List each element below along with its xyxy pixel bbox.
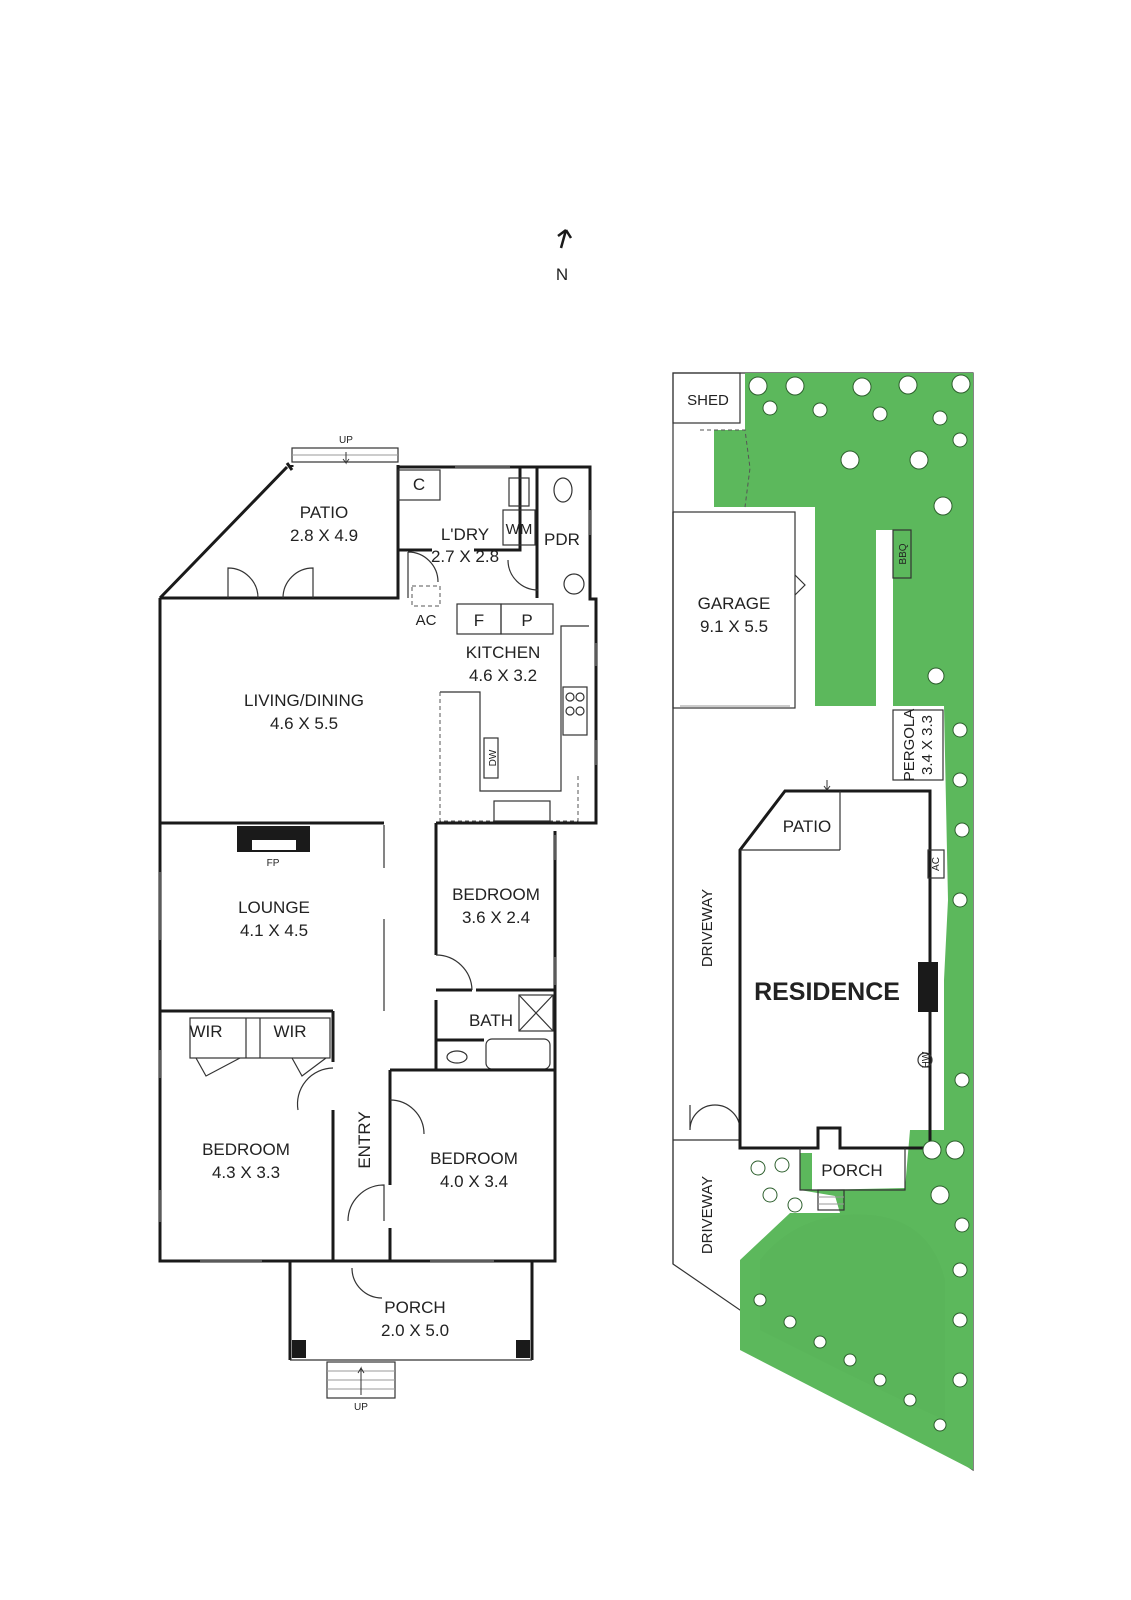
shed-label: SHED: [687, 392, 729, 409]
room-name-kitchen: KITCHEN: [466, 643, 541, 662]
bbq-label: BBQ: [898, 543, 909, 564]
pergola-dims: 3.4 X 3.3: [919, 715, 936, 775]
room-dims-living-dining: 4.6 X 5.5: [270, 714, 338, 733]
room-dims-bedroom-left: 4.3 X 3.3: [212, 1163, 280, 1182]
washing-machine-label: WM: [506, 521, 533, 538]
site-plan-labels: SHED GARAGE 9.1 X 5.5 BBQ PERGOLA 3.4 X …: [687, 392, 942, 1254]
fireplace-label: FP: [267, 858, 280, 869]
room-name-wir-1: WIR: [189, 1022, 222, 1041]
room-dims-kitchen: 4.6 X 3.2: [469, 666, 537, 685]
room-name-wir-2: WIR: [273, 1022, 306, 1041]
lawn-side: [944, 706, 973, 1130]
dishwasher-label: DW: [488, 749, 499, 766]
site-plan: [672, 372, 974, 1472]
room-name-powder: PDR: [544, 530, 580, 549]
room-dims-bedroom-right: 4.0 X 3.4: [440, 1172, 508, 1191]
room-name-porch: PORCH: [384, 1298, 445, 1317]
room-name-bath: BATH: [469, 1011, 513, 1030]
room-name-living-dining: LIVING/DINING: [244, 691, 364, 710]
fridge-label: F: [474, 611, 484, 630]
garage-name: GARAGE: [698, 594, 771, 613]
room-name-patio: PATIO: [300, 503, 349, 522]
room-dims-porch: 2.0 X 5.0: [381, 1321, 449, 1340]
site-ac-label: AC: [931, 857, 942, 871]
air-con-label: AC: [416, 612, 437, 629]
trees: [748, 374, 971, 1432]
stairs-bottom-label: UP: [354, 1402, 368, 1413]
pantry-label: P: [521, 611, 532, 630]
room-name-bedroom-right: BEDROOM: [430, 1149, 518, 1168]
room-name-entry: ENTRY: [355, 1111, 374, 1168]
lawn-rear: [714, 373, 973, 706]
room-dims-bedroom-small: 3.6 X 2.4: [462, 908, 530, 927]
room-name-bedroom-small: BEDROOM: [452, 885, 540, 904]
room-name-laundry: L'DRY: [441, 525, 489, 544]
driveway-lower-label: DRIVEWAY: [699, 1176, 716, 1254]
room-name-lounge: LOUNGE: [238, 898, 310, 917]
pergola-name: PERGOLA: [901, 709, 918, 782]
site-patio-label: PATIO: [783, 817, 832, 836]
hot-water-label: HW: [921, 1051, 932, 1068]
room-dims-lounge: 4.1 X 4.5: [240, 921, 308, 940]
site-porch-label: PORCH: [821, 1161, 882, 1180]
room-name-bedroom-left: BEDROOM: [202, 1140, 290, 1159]
garage-dims: 9.1 X 5.5: [700, 617, 768, 636]
stairs-top-label: UP: [339, 435, 353, 446]
floor-plan: UP: [158, 435, 598, 1413]
north-arrow: N: [556, 229, 573, 284]
room-dims-laundry: 2.7 X 2.8: [431, 547, 499, 566]
north-label: N: [556, 265, 568, 284]
room-dims-patio: 2.8 X 4.9: [290, 526, 358, 545]
driveway-upper-label: DRIVEWAY: [699, 889, 716, 967]
residence-label: RESIDENCE: [754, 978, 900, 1006]
cupboard-label: C: [413, 475, 425, 494]
floor-plan-labels: PATIO 2.8 X 4.9 C L'DRY 2.7 X 2.8 WM PDR…: [189, 475, 579, 1340]
